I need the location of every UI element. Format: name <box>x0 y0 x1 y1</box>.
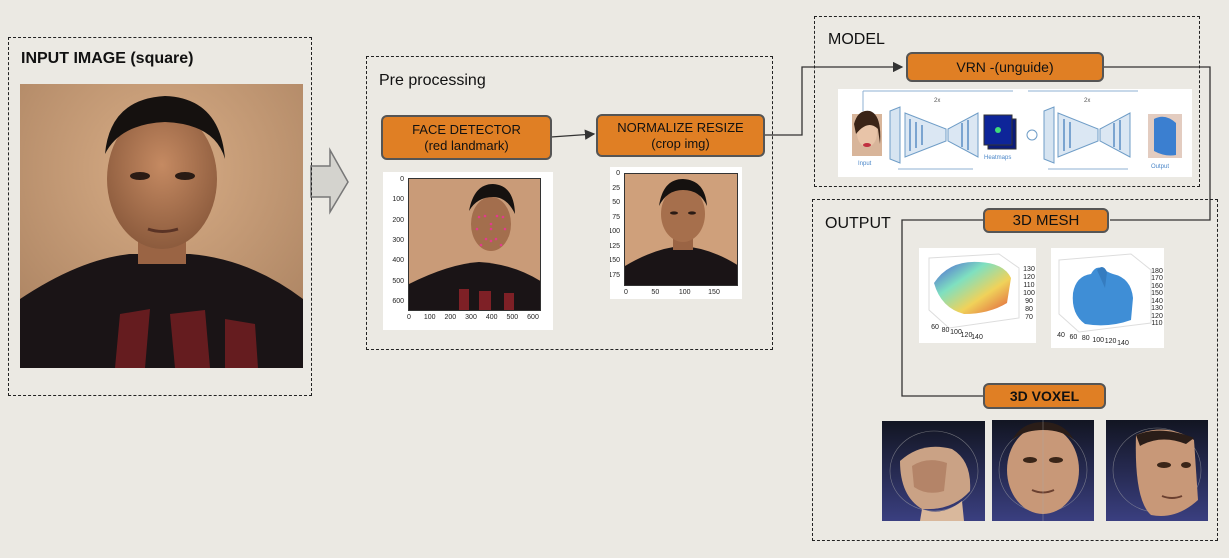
vrn-architecture-diagram: Input Heatmaps Output 2x 2x <box>838 89 1192 177</box>
mesh1-ztick: 70 <box>1025 314 1033 321</box>
plot2-ytick: 175 <box>610 272 620 279</box>
mesh1-xtick: 100 <box>950 329 962 336</box>
vrn-box: VRN -(unguide) <box>906 52 1104 82</box>
plot2-ytick: 150 <box>610 257 620 265</box>
plot1-xtick: 200 <box>444 314 457 321</box>
mesh2-xtick: 40 <box>1057 332 1065 339</box>
plot1-ytick: 600 <box>392 298 404 305</box>
voxel-render-2 <box>992 420 1094 521</box>
voxel-box: 3D VOXEL <box>983 383 1106 409</box>
mesh2-xtick: 60 <box>1069 333 1078 341</box>
plot2-ytick: 100 <box>610 228 620 236</box>
plot2-xtick: 100 <box>678 289 691 296</box>
plot2-xtick: 50 <box>651 289 660 296</box>
normalize-resize-box: NORMALIZE RESIZE (crop img) <box>596 114 765 157</box>
plot1-xtick: 400 <box>485 314 498 321</box>
face-detector-box: FACE DETECTOR (red landmark) <box>381 115 552 160</box>
model-panel: MODEL <box>814 16 1200 187</box>
plot1-ytick: 200 <box>392 216 404 224</box>
flow-arrow-big <box>310 147 349 215</box>
plot1-xtick: 0 <box>407 314 411 321</box>
mesh2-xtick: 80 <box>1081 335 1090 343</box>
mesh1-ztick: 120 <box>1023 274 1035 281</box>
plot2-ytick: 75 <box>612 213 620 221</box>
output-title: OUTPUT <box>825 215 891 232</box>
mesh2-ztick: 170 <box>1151 275 1163 283</box>
plot1-xtick: 600 <box>527 314 539 321</box>
plot1-ytick: 400 <box>392 257 404 265</box>
plot1-ytick: 0 <box>400 176 404 183</box>
plot1-xtick: 100 <box>423 314 436 321</box>
plot1-ytick: 500 <box>392 277 404 285</box>
plot1-ytick: 300 <box>392 237 404 244</box>
input-face-image <box>20 84 303 368</box>
preprocessing-title: Pre processing <box>379 72 486 89</box>
model-title: MODEL <box>828 31 885 48</box>
plot2-ytick: 50 <box>612 199 620 207</box>
mesh2-ztick: 110 <box>1151 320 1163 327</box>
mesh1-xtick: 140 <box>971 334 983 341</box>
mesh1-ztick: 90 <box>1025 298 1033 305</box>
mesh1-ztick: 80 <box>1025 306 1033 313</box>
mesh1-xtick: 80 <box>941 326 950 334</box>
mesh1-ztick: 130 <box>1023 266 1035 273</box>
plot2-ytick: 25 <box>612 184 620 192</box>
input-panel: INPUT IMAGE (square) <box>8 37 312 396</box>
diagram-top2-label: 2x <box>1084 98 1091 104</box>
normalize-crop-plot: 0 25 50 75 100 125 150 175 0 50 100 150 <box>610 167 742 299</box>
plot2-ytick: 0 <box>616 170 620 177</box>
mesh2-xtick: 120 <box>1104 338 1117 346</box>
mesh2-ztick: 140 <box>1151 297 1163 305</box>
plot1-ytick: 100 <box>392 196 404 204</box>
diagram-top1-label: 2x <box>934 98 941 104</box>
diagram-input-label: Input <box>858 161 872 167</box>
plot2-ytick: 125 <box>610 242 620 250</box>
voxel-render-1 <box>882 421 985 521</box>
mesh2-xtick: 140 <box>1117 340 1129 347</box>
diagram-output-label: Output <box>1151 164 1170 170</box>
mesh2-ztick: 160 <box>1151 282 1163 290</box>
mesh2-ztick: 120 <box>1151 312 1163 320</box>
mesh1-xtick: 60 <box>931 324 939 331</box>
voxel-render-3 <box>1106 420 1208 521</box>
preprocessing-panel: Pre processing <box>366 56 773 350</box>
mesh1-ztick: 100 <box>1023 290 1035 297</box>
mesh1-xtick: 120 <box>960 331 973 339</box>
input-title: INPUT IMAGE (square) <box>21 50 194 67</box>
mesh2-ztick: 180 <box>1151 268 1163 275</box>
plot1-xtick: 500 <box>506 314 519 321</box>
mesh2-xtick: 100 <box>1092 336 1105 344</box>
output-panel: OUTPUT <box>812 199 1218 541</box>
mesh1-ztick: 110 <box>1023 282 1035 289</box>
face-detector-plot: 0 100 200 300 400 500 600 0 100 200 300 400 500 600 <box>383 172 553 330</box>
diagram-heatmaps-label: Heatmaps <box>984 155 1012 161</box>
mesh2-ztick: 130 <box>1151 305 1163 313</box>
plot2-xtick: 150 <box>708 289 720 296</box>
mesh2-ztick: 150 <box>1151 290 1163 298</box>
mesh-box: 3D MESH <box>983 208 1109 233</box>
plot1-xtick: 300 <box>465 314 477 321</box>
plot2-xtick: 0 <box>624 289 628 296</box>
